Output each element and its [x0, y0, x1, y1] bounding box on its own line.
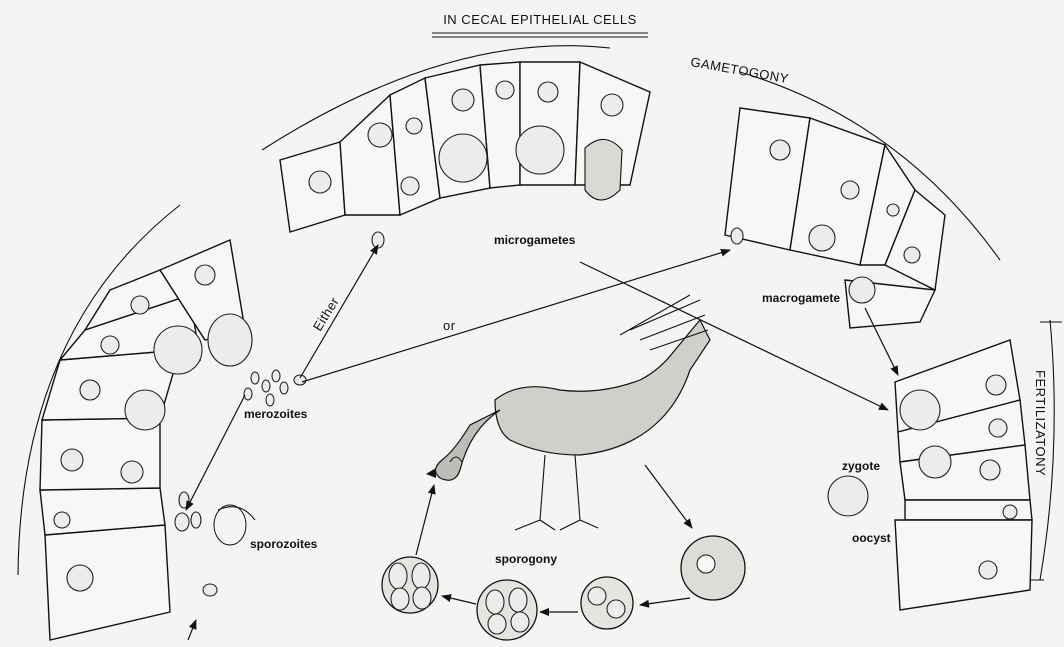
sporogony-label: sporogony — [495, 552, 557, 566]
zygote-label: zygote — [842, 459, 880, 473]
nucleus — [131, 296, 149, 314]
sporogony-oocysts — [382, 536, 745, 640]
sporont — [697, 555, 715, 573]
sporocyst — [412, 563, 430, 589]
nucleus — [309, 171, 331, 193]
nucleus — [401, 177, 419, 195]
nucleus — [980, 460, 1000, 480]
nucleus — [80, 380, 100, 400]
merozoites-label: merozoites — [244, 407, 308, 421]
nucleus — [496, 81, 514, 99]
sporozoites-label: sporozoites — [250, 537, 318, 551]
nucleus — [986, 375, 1006, 395]
gametogony-label: GAMETOGONY — [689, 54, 789, 86]
sporozoite — [191, 512, 201, 528]
nucleus — [452, 89, 474, 111]
merozoite-free — [294, 375, 306, 385]
sporoblast — [588, 587, 606, 605]
sporoblast-oocyst — [581, 577, 633, 629]
nucleus — [809, 225, 835, 251]
nucleus — [841, 181, 859, 199]
sporozoite-group — [179, 492, 255, 596]
nucleus — [770, 140, 790, 160]
fert-cell-5 — [895, 520, 1032, 610]
chicken-beak — [426, 468, 436, 478]
microgametocyte — [516, 126, 564, 174]
sporocyst — [391, 588, 409, 610]
sporocyst — [486, 590, 504, 614]
nucleus — [54, 512, 70, 528]
nucleus — [1003, 505, 1017, 519]
arrow-ingestion — [188, 620, 196, 640]
nucleus — [538, 82, 558, 102]
nucleus — [195, 265, 215, 285]
sporocyst — [389, 563, 407, 589]
arrow-oocyst-to-chicken — [416, 485, 434, 555]
macrogamete-cell — [849, 277, 875, 303]
merozoite — [280, 382, 288, 394]
nucleus — [101, 336, 119, 354]
sporozoite-outline — [218, 507, 255, 520]
sporocyst — [214, 505, 246, 545]
sporozoite-entering — [175, 513, 189, 531]
nucleus — [979, 561, 997, 579]
nucleus — [989, 419, 1007, 437]
chicken-legs — [515, 455, 598, 530]
nucleus — [121, 461, 143, 483]
merozoite-entering-right — [731, 228, 743, 244]
mature-schizont — [154, 326, 202, 374]
sporozoite — [203, 584, 217, 596]
nucleus — [406, 118, 422, 134]
oocyst-label: oocyst — [852, 531, 891, 545]
nucleus — [887, 204, 899, 216]
young-schizont — [125, 390, 165, 430]
merozoite — [262, 380, 270, 392]
sporocyst — [509, 588, 527, 612]
fertilization-label: FERTILIZATONY — [1033, 370, 1048, 476]
sporocyst — [413, 587, 431, 609]
arrow-either-to-top — [300, 245, 378, 378]
nucleus — [67, 565, 93, 591]
nucleus — [904, 247, 920, 263]
merozoite-cluster — [244, 370, 306, 406]
chicken-neck-head — [435, 410, 500, 480]
merozoite — [266, 394, 274, 406]
title-text: IN CECAL EPITHELIAL CELLS — [443, 12, 637, 27]
developing-macrogametocyte — [439, 134, 487, 182]
zygote-cell — [919, 446, 951, 478]
microgametes-label: microgametes — [494, 233, 576, 247]
merozoite — [251, 372, 259, 384]
ruptured-microgametocyte — [585, 139, 622, 200]
macrogamete-label: macrogamete — [762, 291, 840, 305]
arrow-sporogony-3 — [442, 596, 476, 604]
rupturing-schizont — [208, 314, 252, 366]
arrow-sporogony-1 — [640, 598, 690, 605]
sporozoite — [179, 492, 189, 508]
sporoblast — [607, 600, 625, 618]
nucleus — [601, 94, 623, 116]
sporocyst — [488, 614, 506, 634]
fertilized-macrogamete — [900, 390, 940, 430]
fertilization-epithelium — [828, 340, 1032, 610]
nucleus — [368, 123, 392, 147]
left-epithelium — [40, 240, 252, 640]
merozoite — [272, 370, 280, 382]
arrow-chicken-to-oocyst — [645, 465, 692, 528]
nucleus — [61, 449, 83, 471]
oocyst-released — [828, 476, 868, 516]
merozoite — [244, 388, 252, 400]
arrow-merozoites-to-sporozoite — [186, 395, 245, 510]
sporocyst — [511, 612, 529, 632]
left-cell-1 — [45, 525, 170, 640]
top-epithelium — [280, 62, 650, 248]
or-label: or — [443, 318, 456, 333]
diagram-title: IN CECAL EPITHELIAL CELLS — [432, 12, 648, 37]
sporocyst-oocyst — [477, 580, 537, 640]
